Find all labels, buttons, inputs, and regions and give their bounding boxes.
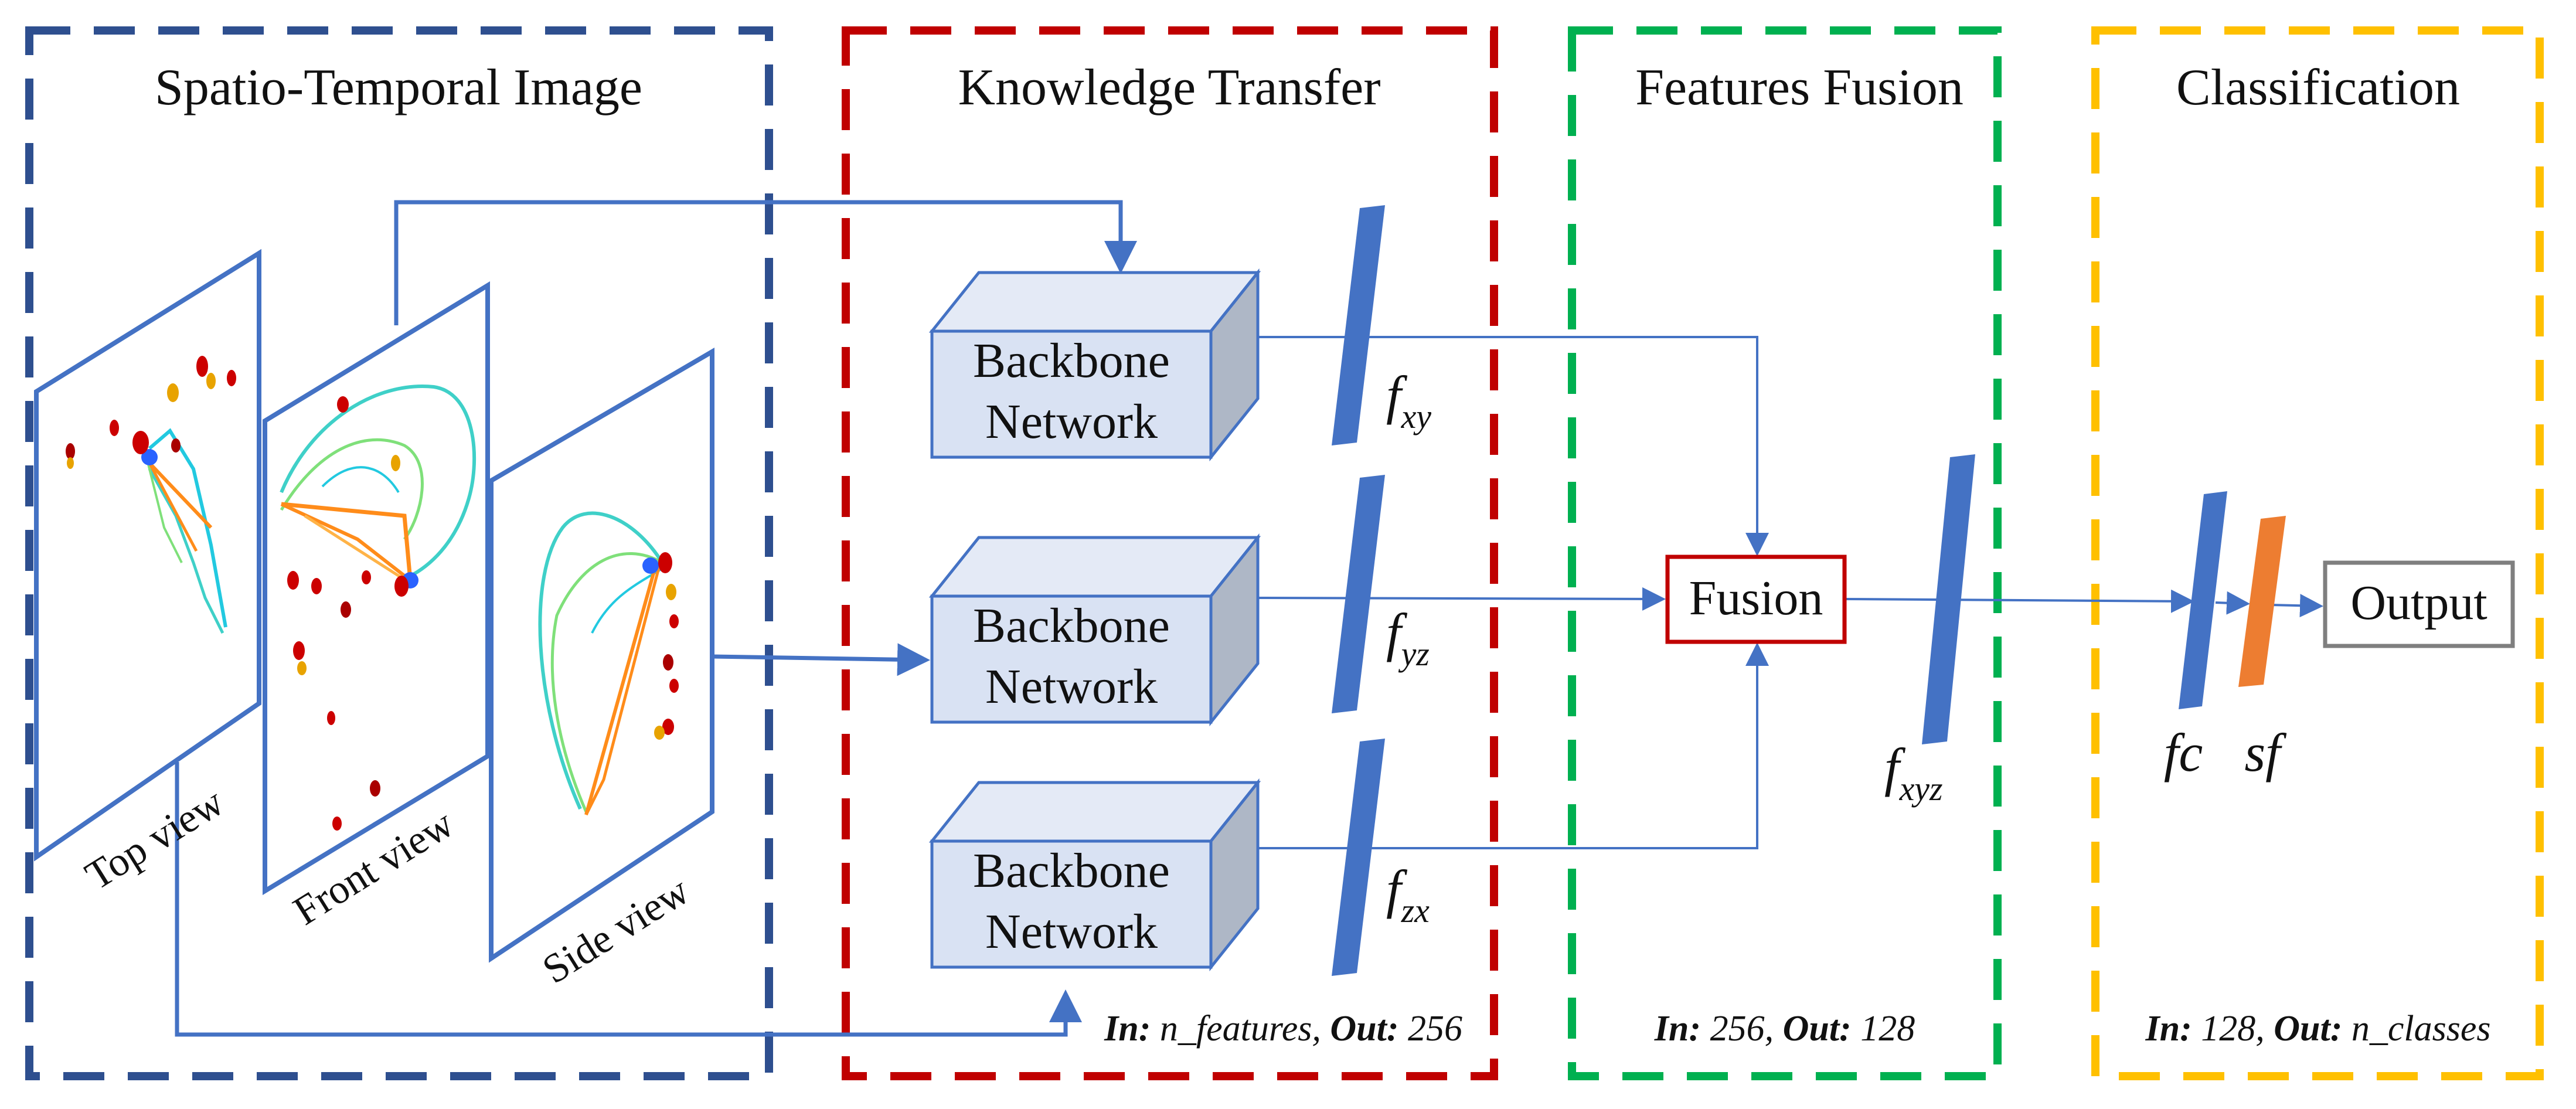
classification-io: In: 128, Out: n_classes [2145,1009,2490,1049]
fusion-box: Fusion [1665,554,1847,644]
spatio-temporal-stage-border [25,26,773,1080]
knowledge-transfer-io: In: n_features, Out: 256 [1104,1009,1462,1049]
sf-label: sf [2244,723,2287,783]
feature-bar-fyz [1332,475,1385,713]
backbone-2-to-fusion-line [1257,587,1666,611]
top-view-to-backbone-3-arrow [175,762,1082,1037]
fusion-label: Fusion [1689,571,1823,625]
backbone-3-label-line1: Backbone [973,843,1170,898]
front-view-panel [263,281,490,896]
side-view-to-backbone-2-arrow [712,643,930,676]
output-box: Output [2323,560,2515,648]
fc-layer-bar [2179,491,2227,709]
backbone-3-to-fusion-line [1258,642,1769,849]
feature-label-fxy: fxy [1386,365,1431,436]
front-view-trajectory [280,385,477,831]
side-view-trajectory [538,511,679,816]
backbone-3-label-line2: Network [985,904,1158,959]
backbone-1-to-fusion-line [1258,336,1769,556]
fc-to-sf-line [2215,591,2250,615]
backbone-network-1: Backbone Network [928,268,1261,462]
fusion-to-fc-line [1846,589,2194,613]
top-view-panel [34,249,261,862]
classification-stage-border [2091,26,2544,1080]
backbone-1-label-line1: Backbone [973,334,1170,388]
backbone-2-label-line1: Backbone [973,598,1170,653]
top-view-trajectory [66,356,236,634]
features-fusion-stage-border [1568,26,2002,1080]
feature-label-fxyz: fxyz [1884,737,1943,808]
backbone-network-3: Backbone Network [928,778,1261,972]
fc-label: fc [2164,723,2203,783]
feature-label-fyz: fyz [1386,603,1430,673]
front-view-to-backbone-1-arrow [394,200,1137,325]
spatio-temporal-title: Spatio-Temporal Image [155,59,642,116]
knowledge-transfer-title: Knowledge Transfer [958,59,1380,116]
feature-bar-fxy [1332,205,1385,445]
backbone-2-label-line2: Network [985,659,1158,714]
feature-bar-fxyz [1922,454,1975,744]
sf-to-output-line [2271,594,2323,618]
output-label: Output [2350,576,2487,630]
classification-title: Classification [2176,59,2460,116]
softmax-layer-bar [2238,516,2286,687]
features-fusion-title: Features Fusion [1635,59,1964,116]
backbone-network-2: Backbone Network [928,533,1261,727]
backbone-1-label-line2: Network [985,394,1158,449]
knowledge-transfer-stage-border [842,26,1498,1080]
feature-label-fzx: fzx [1386,859,1430,930]
side-view-panel [489,348,714,963]
feature-bar-fzx [1332,739,1385,976]
features-fusion-io: In: 256, Out: 128 [1654,1009,1915,1049]
